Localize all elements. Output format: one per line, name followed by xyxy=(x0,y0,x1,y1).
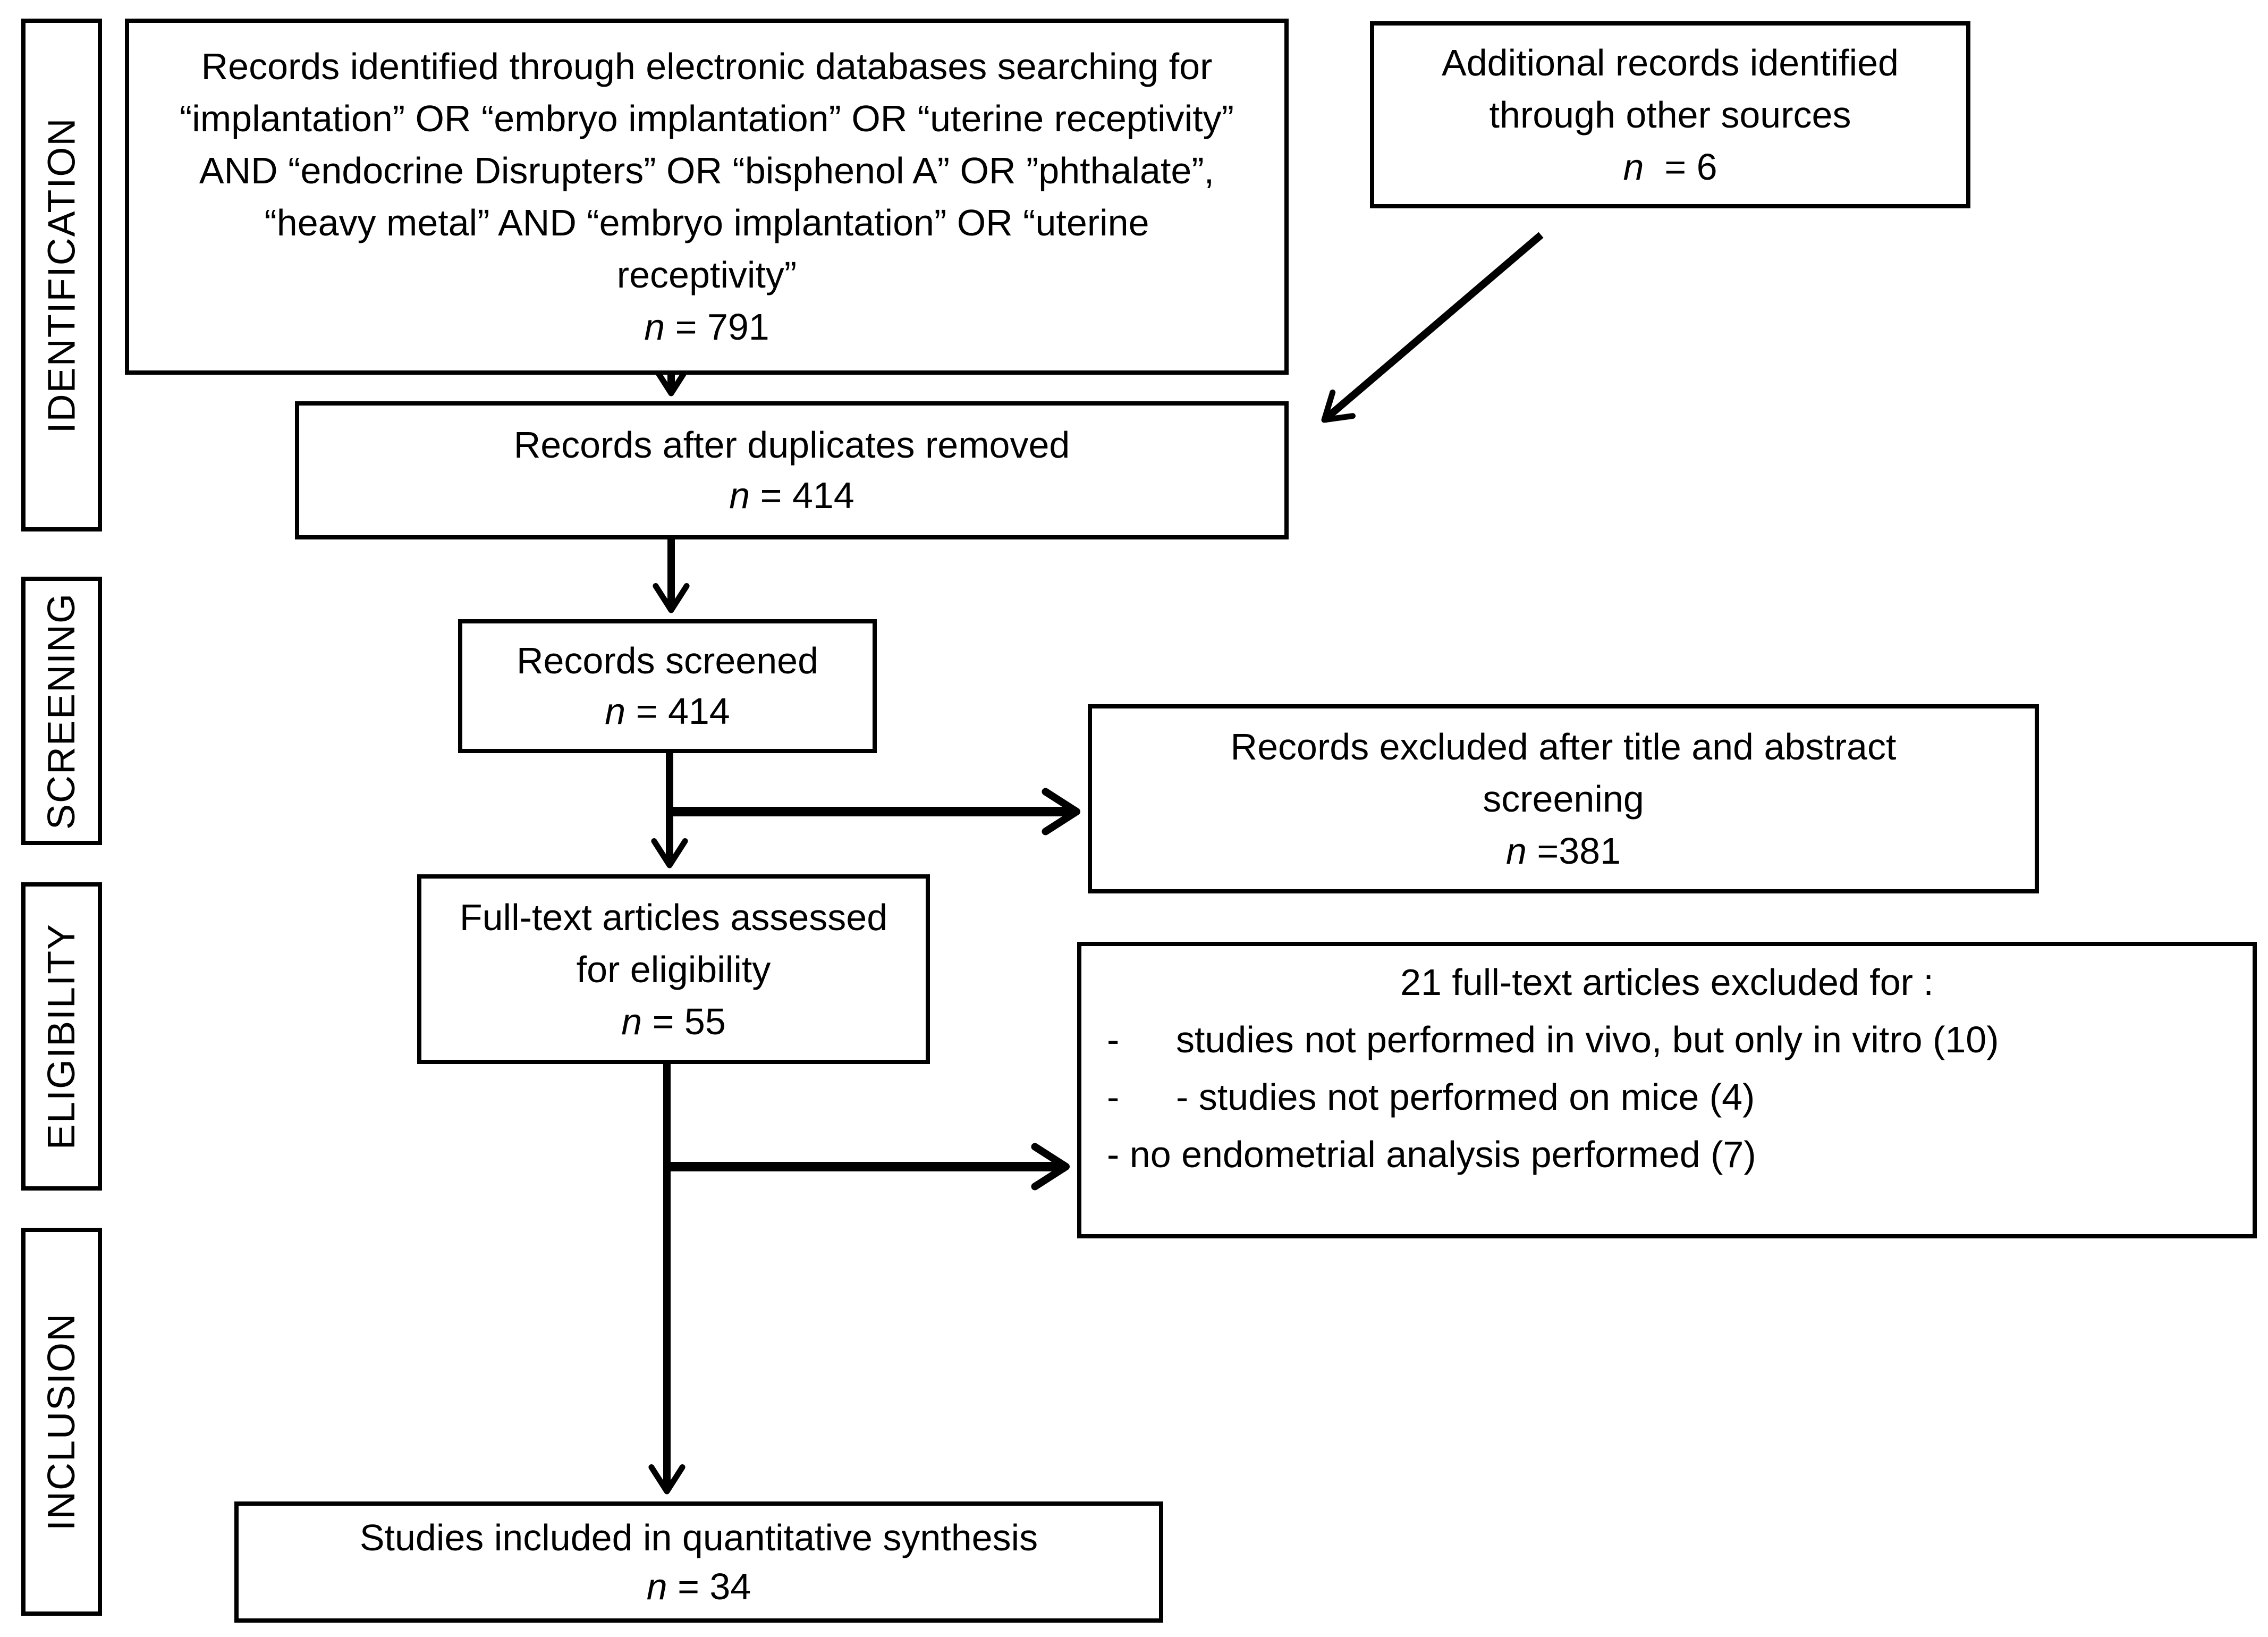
box-additional-records: Additional records identified through ot… xyxy=(1370,21,1970,208)
n-symbol: n xyxy=(1505,830,1527,872)
n-symbol: n xyxy=(1623,146,1644,188)
exclusion-item-text: studies not performed in vivo, but only … xyxy=(1176,1019,1999,1060)
n-symbol: n xyxy=(646,1566,667,1607)
n-value: =381 xyxy=(1526,830,1621,872)
box-studies-included: Studies included in quantitative synthes… xyxy=(234,1501,1163,1623)
count-line: n = 414 xyxy=(605,686,730,737)
stage-label-text: INCLUSION xyxy=(40,1312,83,1531)
n-value: = 55 xyxy=(642,1000,726,1042)
exclusion-item-text: - studies not performed on mice (4) xyxy=(1176,1076,1755,1118)
box-fulltext-excluded-reasons: 21 full-text articles excluded for : - s… xyxy=(1077,942,2257,1238)
n-value: = 791 xyxy=(665,306,769,348)
count-line: n =381 xyxy=(1506,825,1621,877)
stage-label-text: ELIGIBILITY xyxy=(40,923,83,1150)
exclusion-item-dash: - xyxy=(1107,1019,1120,1060)
n-symbol: n xyxy=(644,306,665,348)
box-duplicates-removed: Records after duplicates removed n = 414 xyxy=(295,401,1289,539)
n-value: = 6 xyxy=(1644,146,1717,188)
box-text: Studies included in quantitative synthes… xyxy=(359,1517,1038,1558)
count-line: n = 791 xyxy=(644,301,769,353)
box-text: Records screened xyxy=(516,640,819,681)
box-text: Additional records identified through ot… xyxy=(1442,42,1899,136)
n-value: = 414 xyxy=(750,475,854,516)
stage-label-text: SCREENING xyxy=(40,592,83,830)
n-symbol: n xyxy=(729,475,750,516)
stage-label-inclusion: INCLUSION xyxy=(21,1228,102,1616)
n-symbol: n xyxy=(605,690,626,732)
stage-label-text: IDENTIFICATION xyxy=(40,117,83,433)
box-text: Records identified through electronic da… xyxy=(180,46,1234,296)
exclusion-item: - studies not performed in vivo, but onl… xyxy=(1081,1020,2253,1059)
stage-label-eligibility: ELIGIBILITY xyxy=(21,882,102,1191)
exclusion-item: - no endometrial analysis performed (7) xyxy=(1081,1135,2253,1174)
box-records-screened: Records screened n = 414 xyxy=(458,619,877,753)
exclusion-item-text: - no endometrial analysis performed (7) xyxy=(1107,1134,1756,1175)
count-line: n = 34 xyxy=(647,1562,751,1611)
box-records-identified: Records identified through electronic da… xyxy=(125,19,1289,375)
n-value: = 34 xyxy=(667,1566,751,1607)
exclusion-item-dash: - xyxy=(1107,1076,1120,1118)
n-value: = 414 xyxy=(625,690,730,732)
exclusion-title: 21 full-text articles excluded for : xyxy=(1400,961,1934,1003)
count-line: n = 55 xyxy=(621,995,726,1048)
exclusion-item: - - studies not performed on mice (4) xyxy=(1081,1078,2253,1116)
stage-label-identification: IDENTIFICATION xyxy=(21,19,102,531)
arrow-additional-to-duplicates xyxy=(1321,232,1544,423)
box-fulltext-assessed: Full-text articles assessed for eligibil… xyxy=(417,874,930,1064)
box-text: Records after duplicates removed xyxy=(513,424,1070,466)
stage-label-screening: SCREENING xyxy=(21,577,102,845)
box-text: Records excluded after title and abstrac… xyxy=(1230,726,1897,820)
count-line: n = 414 xyxy=(729,470,854,521)
count-line: n = 6 xyxy=(1623,141,1717,193)
box-records-excluded-screening: Records excluded after title and abstrac… xyxy=(1088,704,2039,893)
n-symbol: n xyxy=(621,1000,642,1042)
box-text: Full-text articles assessed for eligibil… xyxy=(459,896,888,990)
